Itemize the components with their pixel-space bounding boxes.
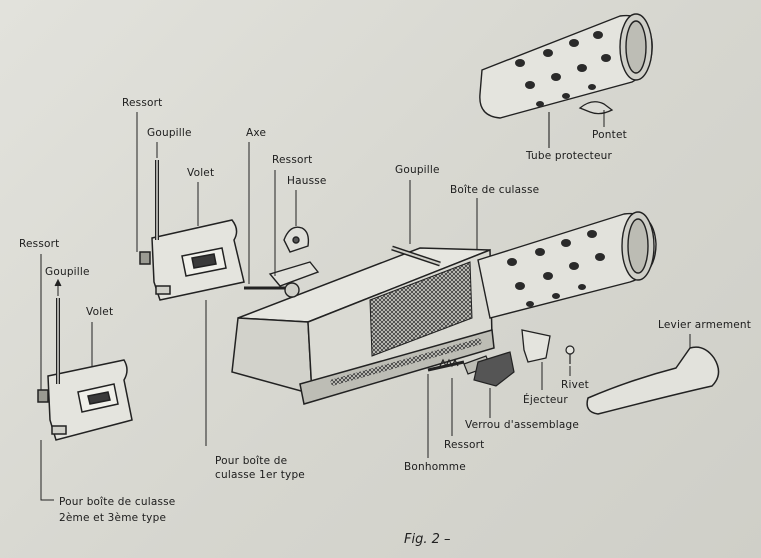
label-rivet: Rivet xyxy=(561,379,590,391)
pontet-part xyxy=(578,101,614,115)
label-bonhomme: Bonhomme xyxy=(404,461,466,473)
label-ressort-center: Ressort xyxy=(272,154,313,166)
label-pour-boite-2eme-line1: Pour boîte de culasse xyxy=(59,496,176,508)
label-verrou-assemblage: Verrou d'assemblage xyxy=(465,419,580,431)
label-ressort-left: Ressort xyxy=(19,238,60,250)
label-pour-boite-1er-type-line1: Pour boîte de xyxy=(215,455,288,467)
label-goupille-body: Goupille xyxy=(395,164,440,176)
label-pontet: Pontet xyxy=(592,129,627,141)
levier-armement-part xyxy=(586,346,720,415)
volet-mid-part xyxy=(139,219,245,301)
label-ressort-mid: Ressort xyxy=(122,97,163,109)
hausse-part xyxy=(268,226,320,298)
label-hausse: Hausse xyxy=(287,175,327,187)
label-pour-boite-1er-type-line2: culasse 1er type xyxy=(215,469,305,481)
goupille-body-part xyxy=(391,245,441,267)
rivet-part xyxy=(565,345,575,364)
tube-protecteur-mounted xyxy=(477,211,657,319)
verrou-part xyxy=(473,351,515,387)
leader-lines xyxy=(40,112,571,501)
boite-de-culasse-body xyxy=(231,247,495,405)
label-tube-protecteur: Tube protecteur xyxy=(526,150,613,162)
label-ejecteur: Éjecteur xyxy=(523,394,568,406)
label-volet-left: Volet xyxy=(86,306,114,318)
label-volet-mid: Volet xyxy=(187,167,215,179)
label-levier-armement: Levier armement xyxy=(658,319,752,331)
label-axe: Axe xyxy=(246,127,267,139)
figure-caption: Fig. 2 – xyxy=(404,532,451,547)
volet-left-part xyxy=(37,359,133,441)
label-ressort-bottom: Ressort xyxy=(444,439,485,451)
tube-protecteur-top xyxy=(479,13,653,119)
label-pour-boite-2eme-line2: 2ème et 3ème type xyxy=(59,512,167,524)
ejecteur-part xyxy=(521,329,551,363)
label-goupille-left: Goupille xyxy=(45,266,90,278)
label-goupille-mid: Goupille xyxy=(147,127,192,139)
label-boite-de-culasse: Boîte de culasse xyxy=(450,184,540,196)
